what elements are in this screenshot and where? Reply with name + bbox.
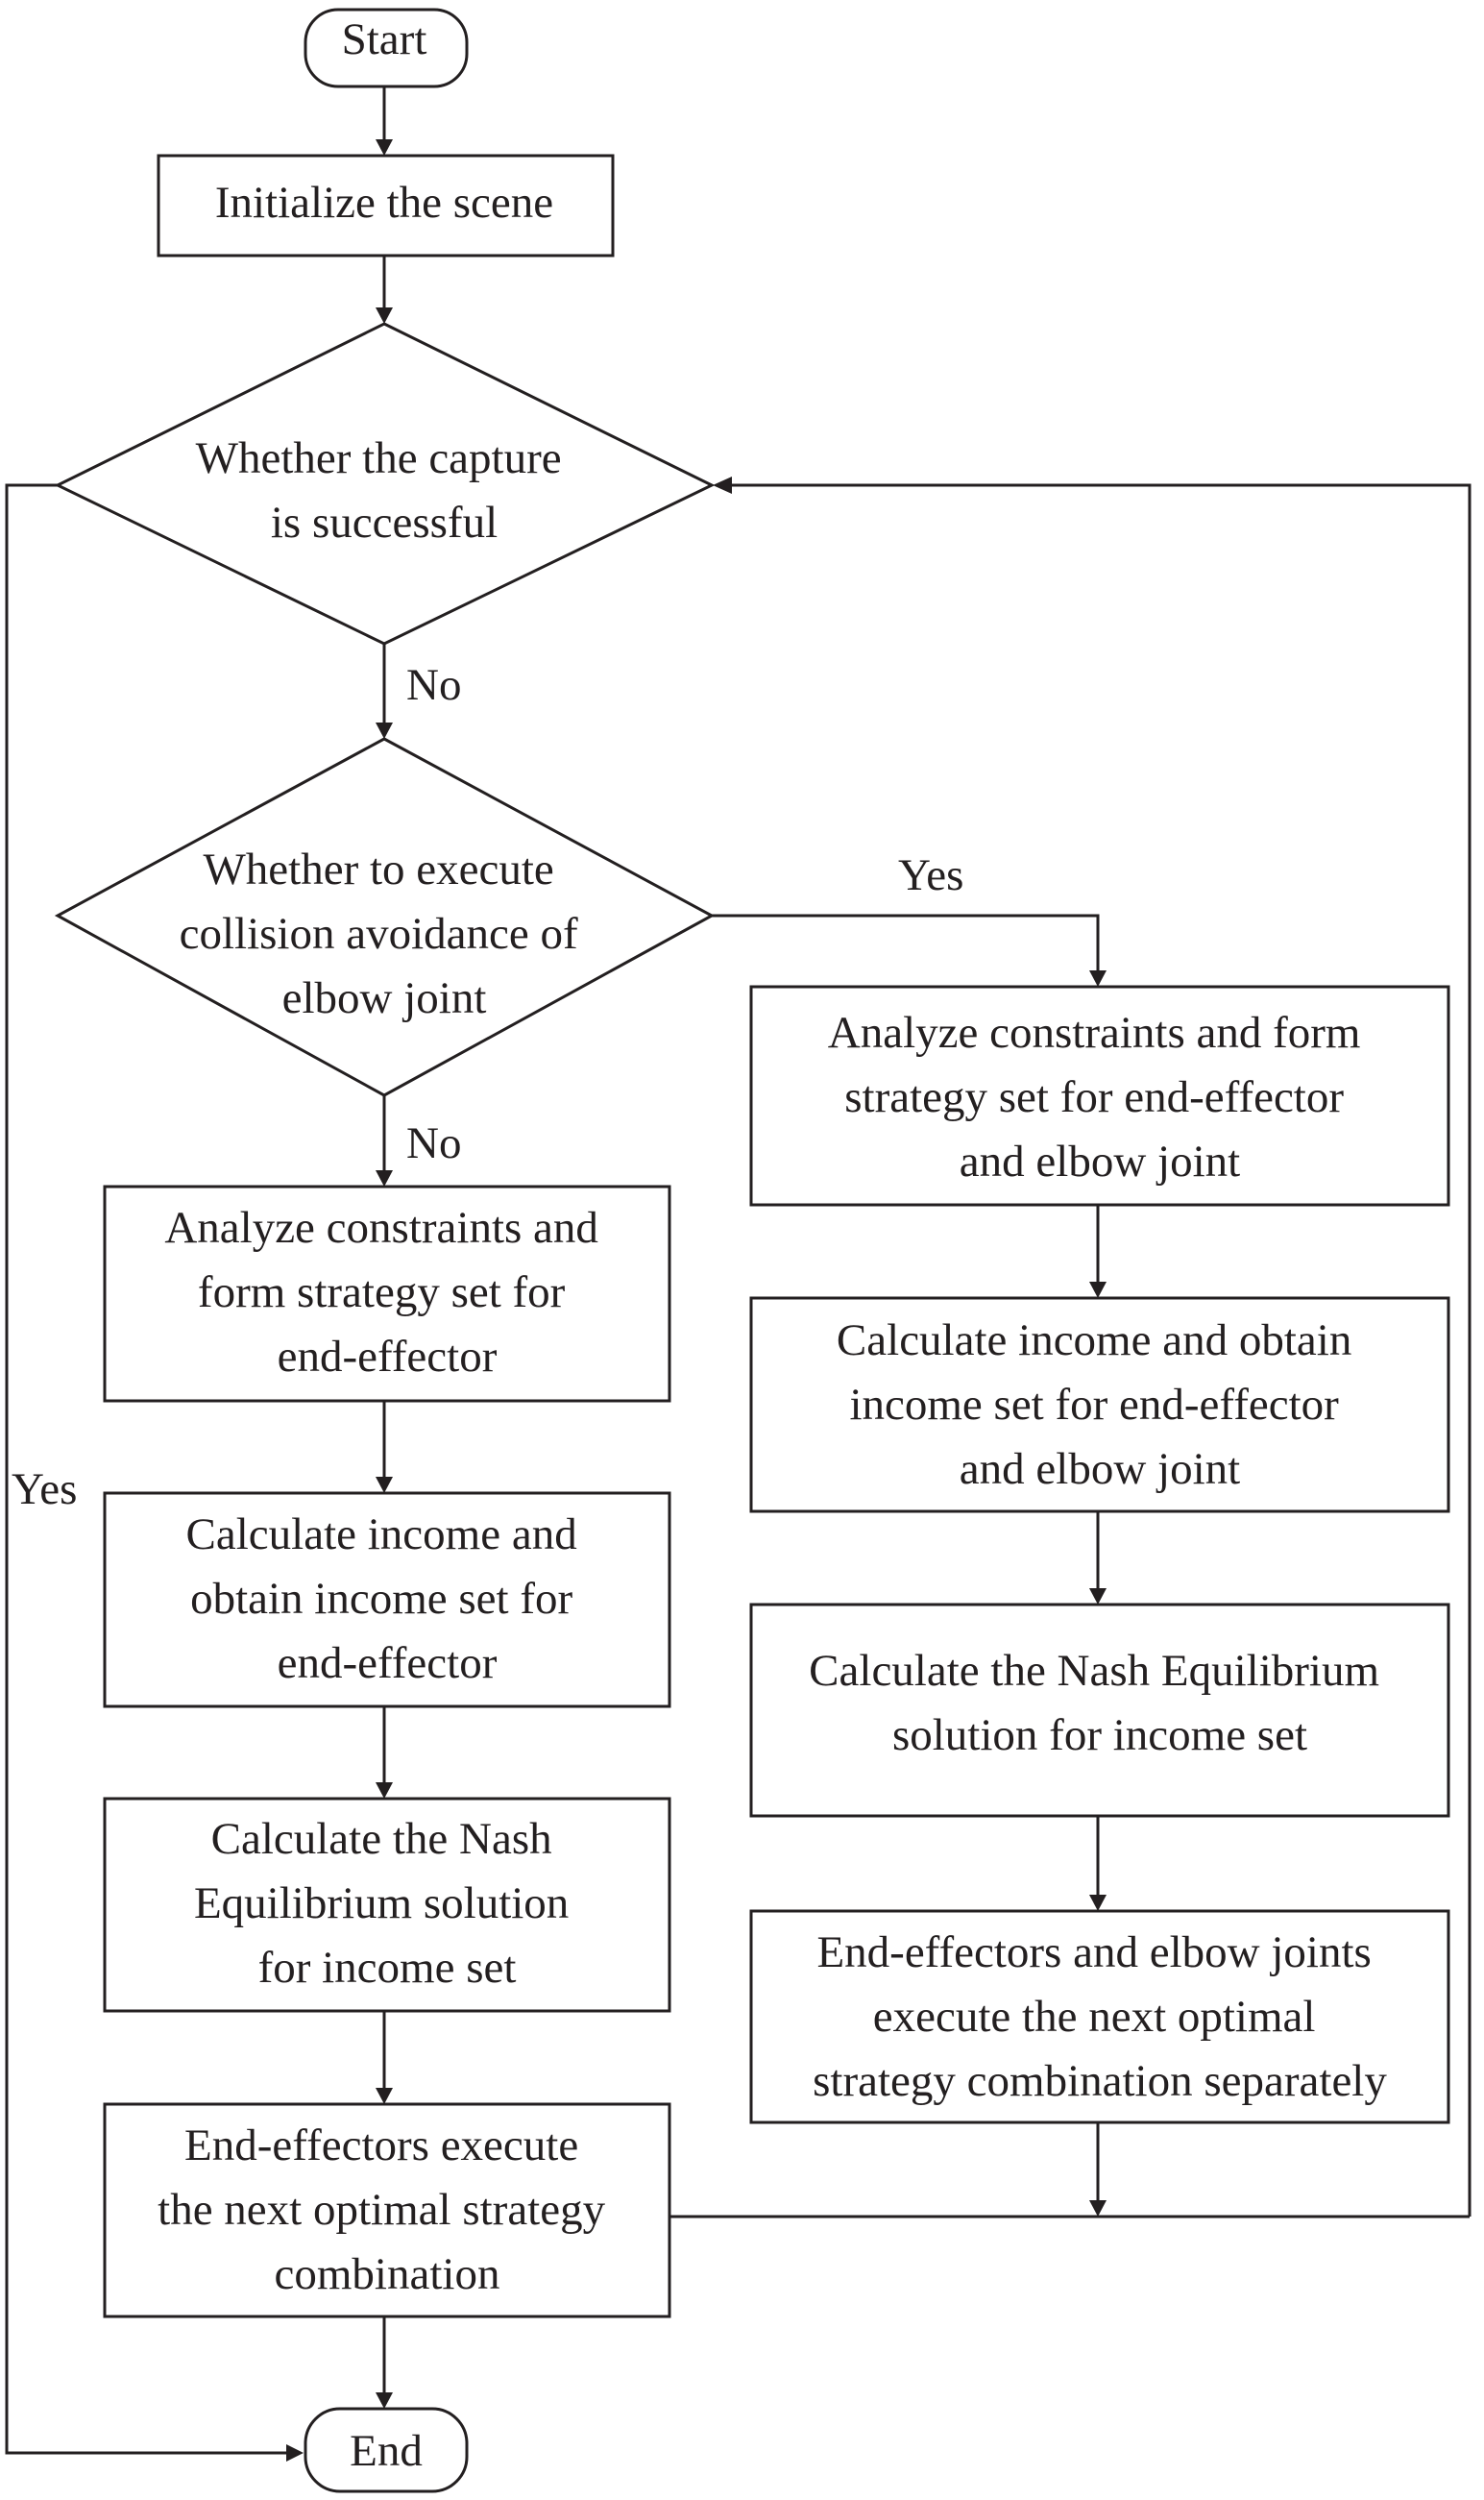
l-analyze-box [103,1185,671,1403]
r-analyze-label: Analyze constraints and form strategy se… [828,1008,1372,1187]
connectors [5,86,1472,2462]
edge-capture-yes [5,483,286,2455]
elbow-yes-label: Yes [898,850,963,900]
arrow-head [286,2444,304,2462]
l-exec-label: End-effectors execute the next optimal s… [158,2120,617,2299]
arrow-head [376,1782,393,1799]
init-label: Initialize the scene [215,178,553,228]
arrow-head [376,1170,393,1187]
arrow-head [376,1477,393,1493]
l-exec-box [103,2102,671,2318]
arrow-head [376,139,393,156]
arrow-head [376,2088,393,2104]
node-labels: Start Initialize the scene Whether the c… [158,14,1391,2476]
l-analyze-label: Analyze constraints and form strategy se… [164,1203,609,1382]
r-income-box [749,1296,1450,1513]
capture-yes-label: Yes [12,1464,77,1514]
capture-decision [54,322,716,646]
arrow-head [1089,2200,1107,2217]
init-box [157,154,615,257]
arrow-head [1089,1588,1107,1605]
edge-elbow-yes [712,914,1100,970]
r-income-label: Calculate income and obtain income set f… [837,1315,1363,1494]
l-nash-box [103,1797,671,2013]
end-terminal [304,2407,469,2493]
arrow-head [1089,1895,1107,1911]
r-analyze-box [749,985,1450,1207]
l-income-box [103,1491,671,1708]
l-nash-label: Calculate the Nash Equilibrium solution … [194,1814,580,1993]
arrow-head [1089,1282,1107,1298]
arrow-head [376,307,393,324]
shapes [54,8,1450,2493]
arrow-head [376,723,393,739]
r-nash-label: Calculate the Nash Equilibrium solution … [809,1646,1391,1760]
elbow-label: Whether to execute collision avoidance o… [180,845,590,1023]
l-income-label: Calculate income and obtain income set f… [186,1509,589,1688]
arrow-head [1089,970,1107,987]
capture-label: Whether the capture is successful [196,433,573,548]
start-terminal [304,8,469,88]
r-exec-label: End-effectors and elbow joints execute t… [813,1927,1387,2106]
edge-labels: No No Yes Yes [12,660,963,1514]
edge-loop-return [732,483,1472,2217]
arrow-head [376,2392,393,2409]
start-label: Start [342,14,427,64]
capture-no-label: No [406,660,461,710]
arrow-head [713,477,732,494]
r-exec-box [749,1909,1450,2124]
elbow-no-label: No [406,1118,461,1168]
elbow-decision [54,737,716,1097]
end-label: End [350,2426,423,2476]
r-nash-box [749,1603,1450,1818]
